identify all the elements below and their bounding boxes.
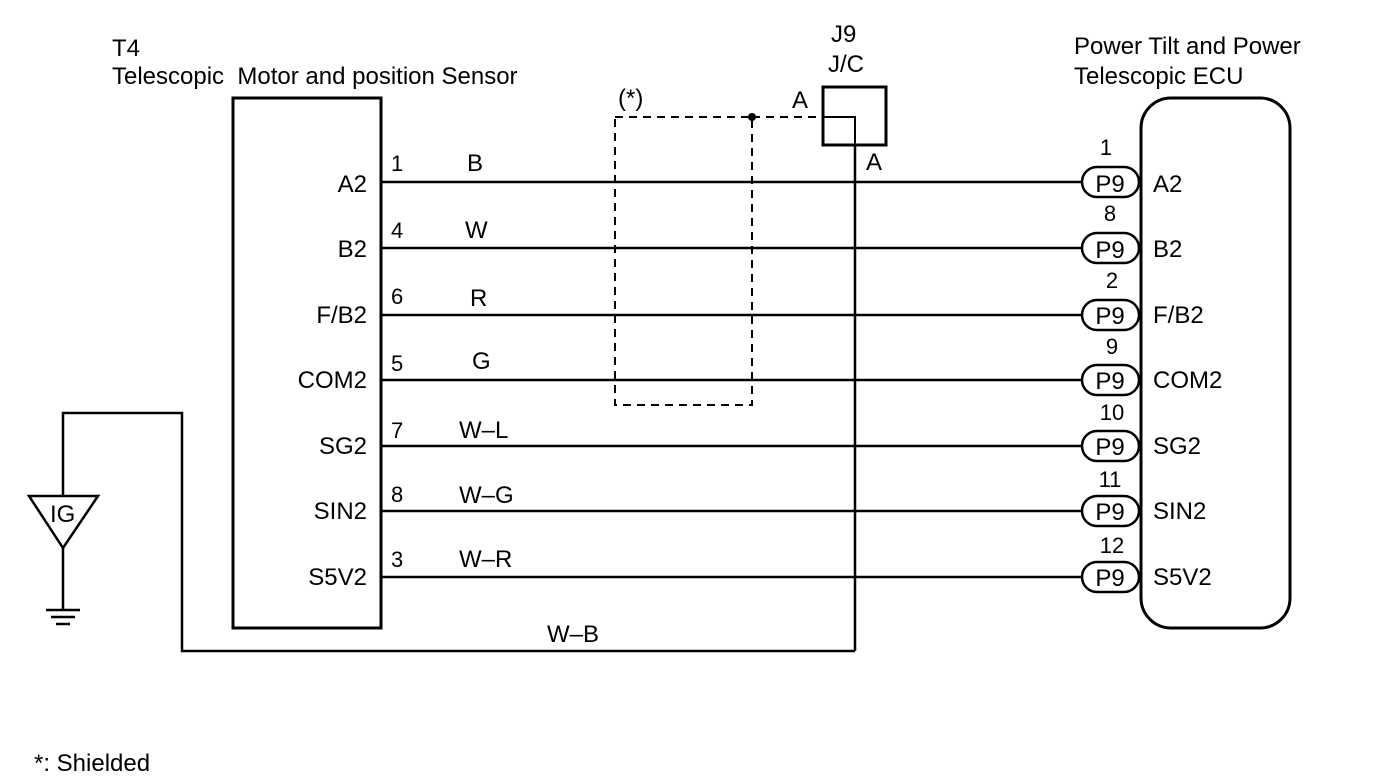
wire-color-label: G [472, 348, 491, 375]
sensor-pin-number: 5 [391, 351, 403, 376]
ecu-connector-label: P9 [1095, 171, 1124, 198]
ig-label: IG [50, 501, 75, 528]
ecu-signal-label: SIN2 [1153, 498, 1206, 525]
ecu-pin-number: 12 [1100, 533, 1124, 558]
ecu-signal-label: F/B2 [1153, 302, 1204, 329]
wire-row: A2 1 B P9 1 A2 [338, 135, 1182, 199]
ecu-connector-label: P9 [1095, 565, 1124, 592]
ecu-pin-number: 10 [1100, 400, 1124, 425]
wire-color-label: W–L [459, 417, 508, 444]
ecu-signal-label: A2 [1153, 171, 1182, 198]
sensor-pin-number: 4 [391, 218, 403, 243]
sensor-signal-label: SIN2 [314, 498, 367, 525]
ecu-connector-label: P9 [1095, 499, 1124, 526]
wire-color-label: W [465, 217, 488, 244]
ecu-connector-label: P9 [1095, 368, 1124, 395]
sensor-pin-number: 7 [391, 418, 403, 443]
sensor-pin-number: 1 [391, 151, 403, 176]
sensor-signal-label: B2 [338, 236, 367, 263]
wire-row: F/B2 6 R P9 2 F/B2 [316, 268, 1204, 332]
sensor-signal-label: F/B2 [316, 302, 367, 329]
wire-color-label: R [470, 285, 487, 312]
footnote: *: Shielded [34, 750, 150, 777]
ecu-box [1139, 96, 1292, 630]
wire-row: SG2 7 W–L P9 10 SG2 [319, 400, 1201, 463]
sensor-signal-label: COM2 [298, 367, 367, 394]
ecu-signal-label: SG2 [1153, 433, 1201, 460]
shield-junction-dot [748, 113, 756, 121]
ecu-pin-number: 2 [1106, 268, 1118, 293]
ground-wire [61, 411, 855, 653]
ground-wire-color: W–B [547, 621, 599, 648]
ecu-name-line2: Telescopic ECU [1074, 63, 1243, 90]
ecu-connector [1080, 165, 1141, 199]
wire-color-label: W–G [459, 482, 514, 509]
wire-row: B2 4 W P9 8 B2 [338, 201, 1182, 265]
ecu-connector [1080, 560, 1141, 594]
ecu-connector [1080, 494, 1141, 528]
shield-label: (*) [618, 85, 643, 112]
ecu-pin-number: 1 [1100, 135, 1112, 160]
shield-box [614, 116, 753, 406]
ecu-connector [1080, 429, 1141, 463]
ecu-connector [1080, 298, 1141, 332]
sensor-code: T4 [112, 35, 140, 62]
ecu-signal-label: B2 [1153, 236, 1182, 263]
ecu-connector [1080, 363, 1141, 397]
sensor-signal-label: SG2 [319, 433, 367, 460]
sensor-pin-number: 6 [391, 284, 403, 309]
wire-row: S5V2 3 W–R P9 12 S5V2 [308, 533, 1212, 594]
wire-color-label: W–R [459, 546, 512, 573]
sensor-pin-number: 8 [391, 482, 403, 507]
wire-row: SIN2 8 W–G P9 11 SIN2 [314, 467, 1206, 528]
sensor-pin-number: 3 [391, 547, 403, 572]
ecu-signal-label: COM2 [1153, 367, 1222, 394]
wire-color-label: B [467, 150, 483, 177]
ecu-connector-label: P9 [1095, 434, 1124, 461]
ecu-pin-number: 9 [1106, 334, 1118, 359]
ecu-connector-label: P9 [1095, 303, 1124, 330]
sensor-signal-label: A2 [338, 171, 367, 198]
ecu-pin-number: 8 [1104, 201, 1116, 226]
junction-pin-in: A [792, 87, 808, 114]
ecu-signal-label: S5V2 [1153, 564, 1212, 591]
sensor-box [231, 96, 383, 630]
ig-symbol [26, 494, 101, 551]
junction-inner-line [823, 116, 856, 145]
ecu-connector-label: P9 [1095, 237, 1124, 264]
ecu-connector [1080, 231, 1141, 265]
junction-code: J9 [831, 21, 856, 48]
junction-pin-out: A [866, 149, 882, 176]
ecu-name-line1: Power Tilt and Power [1074, 33, 1301, 60]
sensor-name: Telescopic Motor and position Sensor [112, 63, 518, 90]
wire-row: COM2 5 G P9 9 COM2 [298, 334, 1222, 397]
ecu-pin-number: 11 [1099, 467, 1122, 492]
sensor-signal-label: S5V2 [308, 564, 367, 591]
junction-name: J/C [828, 51, 864, 78]
